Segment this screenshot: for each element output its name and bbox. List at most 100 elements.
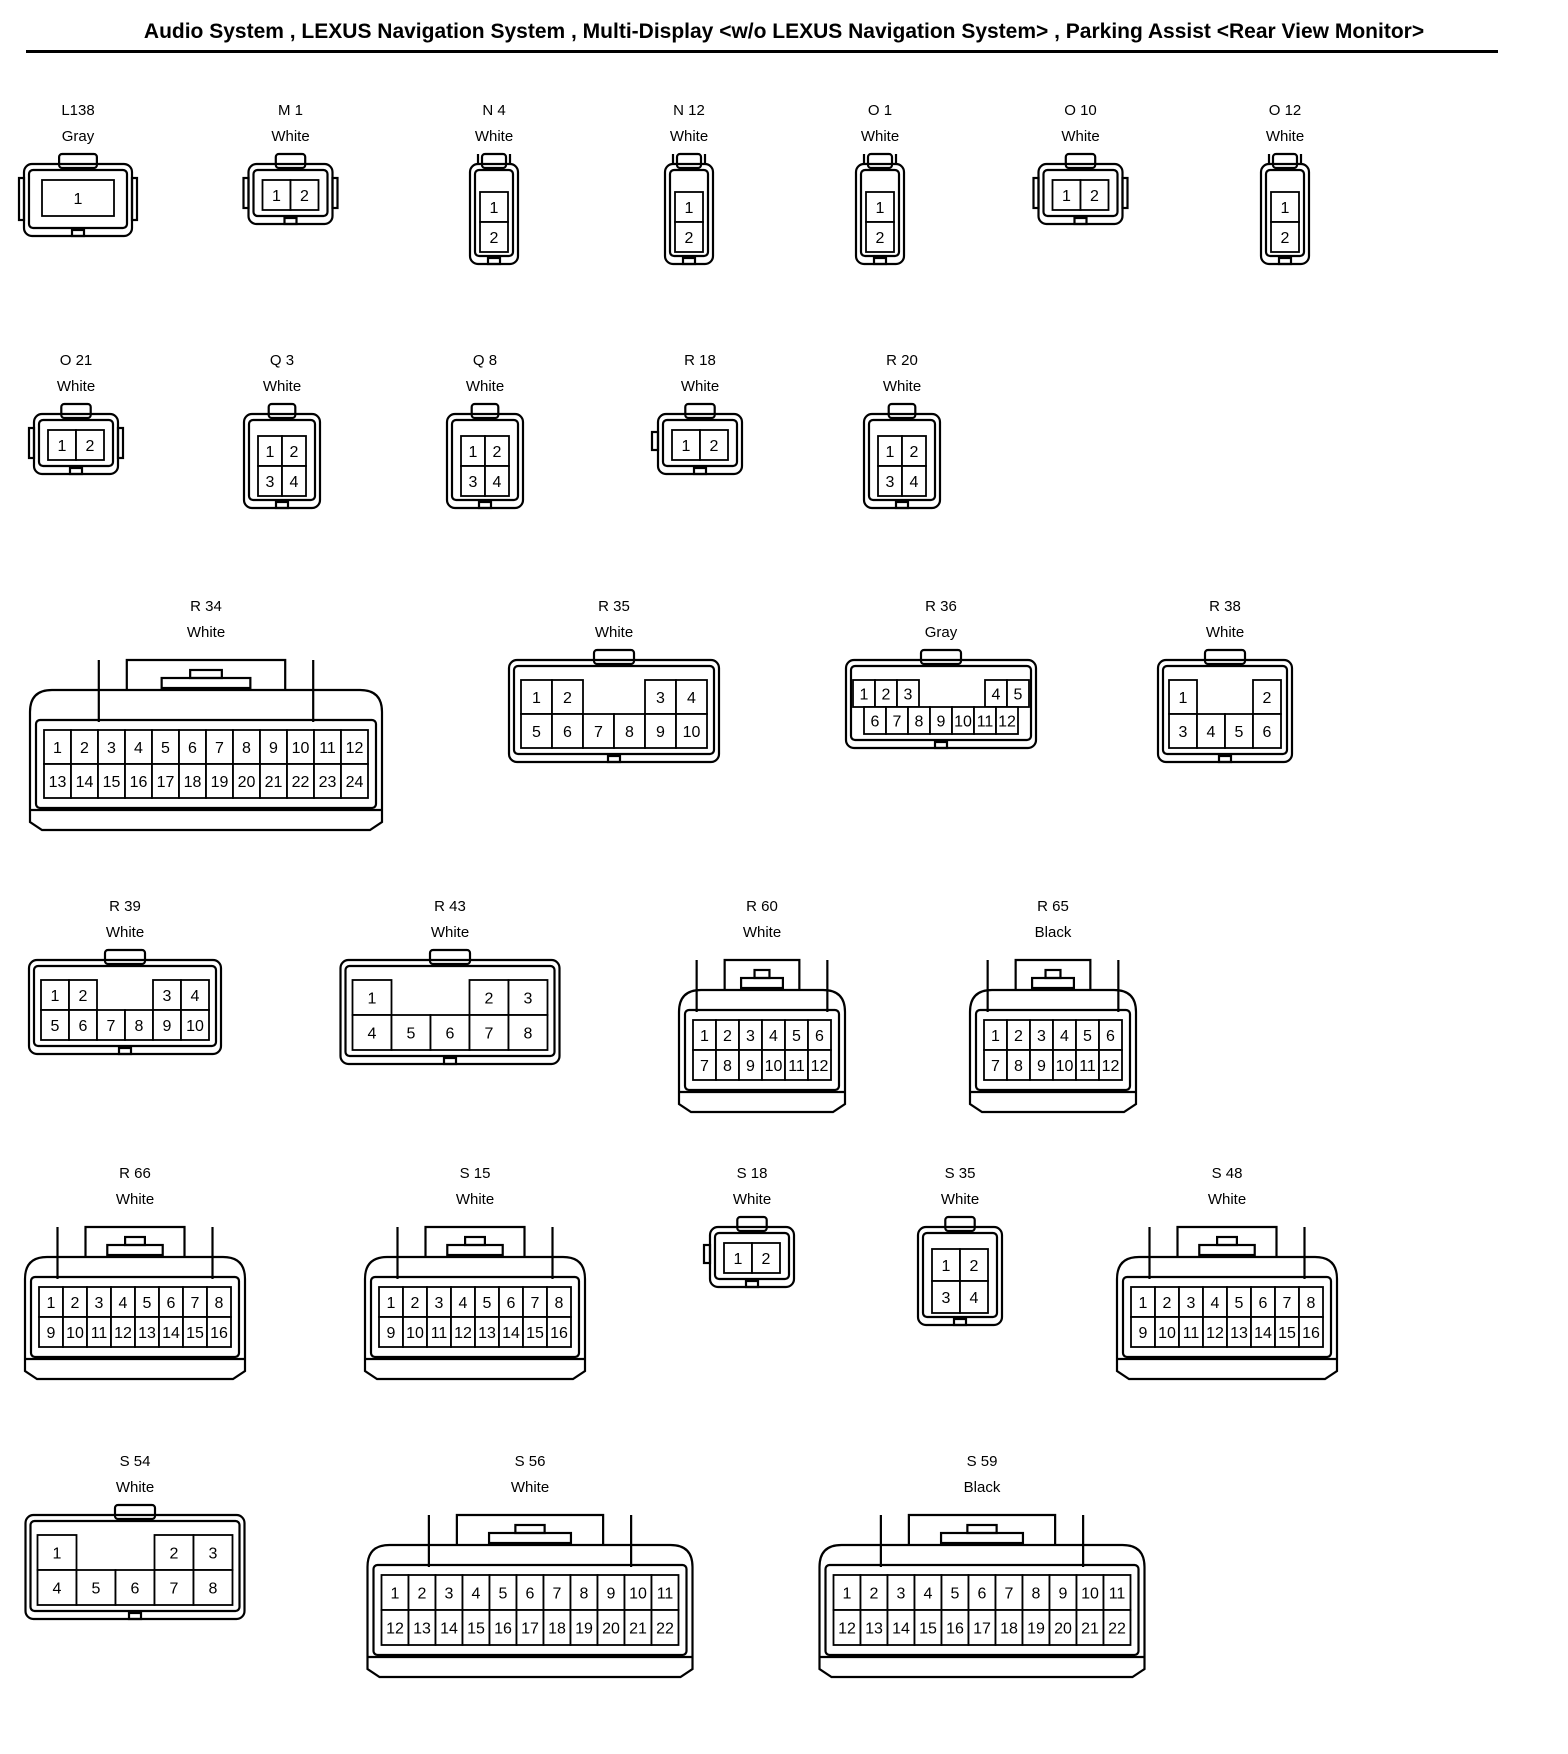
pin-number: 1: [368, 991, 377, 1008]
pin-number: 3: [1187, 1295, 1196, 1312]
connector-color: White: [56, 378, 96, 395]
pin-number: 6: [79, 1018, 88, 1035]
pin-cell: [75, 429, 105, 461]
pin-number: 2: [1281, 230, 1290, 247]
pin-cell: [1051, 179, 1082, 211]
pin-number: 1: [47, 1295, 56, 1312]
pin-number: 2: [300, 188, 309, 205]
pin-number: 15: [186, 1325, 204, 1342]
pin-number: 20: [1054, 1621, 1072, 1638]
pin-cell: [542, 1609, 572, 1646]
pin-cell: [1196, 713, 1226, 749]
pin-number: 12: [811, 1058, 829, 1075]
pin-number: 6: [1263, 724, 1272, 741]
pin-number: 4: [191, 988, 200, 1005]
pin-cell: [959, 1280, 989, 1314]
connector-id: S 15: [459, 1165, 491, 1182]
pin-number: 4: [687, 690, 696, 707]
pin-cell: [1252, 679, 1282, 715]
pin-number: 10: [765, 1058, 783, 1075]
pin-number: 1: [1281, 200, 1290, 217]
pin-number: 2: [870, 1586, 879, 1603]
pin-number: 8: [555, 1295, 564, 1312]
pin-cell: [877, 435, 903, 467]
pin-cell: [474, 1316, 500, 1348]
pin-cell: [40, 1009, 70, 1041]
pin-cell: [901, 465, 927, 497]
connector-color: White: [1205, 624, 1245, 641]
pin-number: 5: [143, 1295, 152, 1312]
pin-cell: [1098, 1049, 1123, 1081]
connector-id: R 39: [109, 898, 141, 915]
pin-number: 9: [607, 1586, 616, 1603]
pin-number: 12: [454, 1325, 472, 1342]
pin-number: 22: [292, 774, 310, 791]
pin-cell: [182, 1286, 208, 1318]
pin-cell: [47, 429, 77, 461]
pin-number: 8: [915, 714, 924, 731]
pin-number: 1: [469, 444, 478, 461]
pin-number: 12: [1102, 1058, 1120, 1075]
pin-cell: [96, 1009, 126, 1041]
pin-cell: [546, 1316, 572, 1348]
pin-cell: [1178, 1286, 1204, 1318]
pin-cell: [877, 465, 903, 497]
pin-number: 18: [548, 1621, 566, 1638]
pin-number: 11: [977, 714, 994, 731]
connector-color: White: [465, 378, 505, 395]
pin-number: 12: [1206, 1325, 1224, 1342]
pin-cell: [674, 191, 704, 223]
connector-id: R 18: [684, 352, 716, 369]
pin-number: 2: [1014, 1028, 1023, 1045]
pin-cell: [1168, 713, 1198, 749]
pin-number: 16: [130, 774, 148, 791]
pin-cell: [110, 1316, 136, 1348]
pin-number: 3: [445, 1586, 454, 1603]
pin-number: 4: [1207, 724, 1216, 741]
pin-number: 3: [209, 1546, 218, 1563]
pin-cell: [351, 979, 393, 1016]
pin-cell: [699, 429, 729, 461]
pin-number: 10: [292, 740, 310, 757]
pin-number: 5: [1083, 1028, 1092, 1045]
pin-number: 8: [242, 740, 251, 757]
pin-cell: [865, 191, 895, 223]
pin-number: 16: [1302, 1325, 1320, 1342]
pin-cell: [86, 1316, 112, 1348]
pin-cell: [340, 763, 369, 799]
pin-number: 2: [970, 1258, 979, 1275]
pin-number: 6: [507, 1295, 516, 1312]
pin-cell: [380, 1609, 410, 1646]
connector-id: S 35: [944, 1165, 976, 1182]
pin-number: 6: [167, 1295, 176, 1312]
pin-number: 7: [893, 714, 902, 731]
pin-number: 5: [92, 1581, 101, 1598]
connector-id: N 4: [482, 102, 506, 119]
connector-id: S 54: [119, 1453, 151, 1470]
pin-cell: [1226, 1316, 1252, 1348]
connector-id: S 59: [966, 1453, 998, 1470]
pin-number: 10: [406, 1325, 424, 1342]
pin-cell: [675, 713, 708, 749]
pin-number: 13: [1230, 1325, 1248, 1342]
pin-cell: [124, 1009, 154, 1041]
pin-cell: [62, 1316, 88, 1348]
connector-color: White: [940, 1191, 980, 1208]
pin-number: 10: [1056, 1058, 1074, 1075]
connector-housing: 12: [663, 152, 715, 266]
connector-id: R 66: [119, 1165, 151, 1182]
pin-number: 1: [266, 444, 275, 461]
pin-number: 14: [162, 1325, 180, 1342]
pin-number: 6: [446, 1026, 455, 1043]
pin-number: 1: [682, 438, 691, 455]
pin-cell: [546, 1286, 572, 1318]
pin-number: 4: [472, 1586, 481, 1603]
pin-number: 1: [886, 444, 895, 461]
